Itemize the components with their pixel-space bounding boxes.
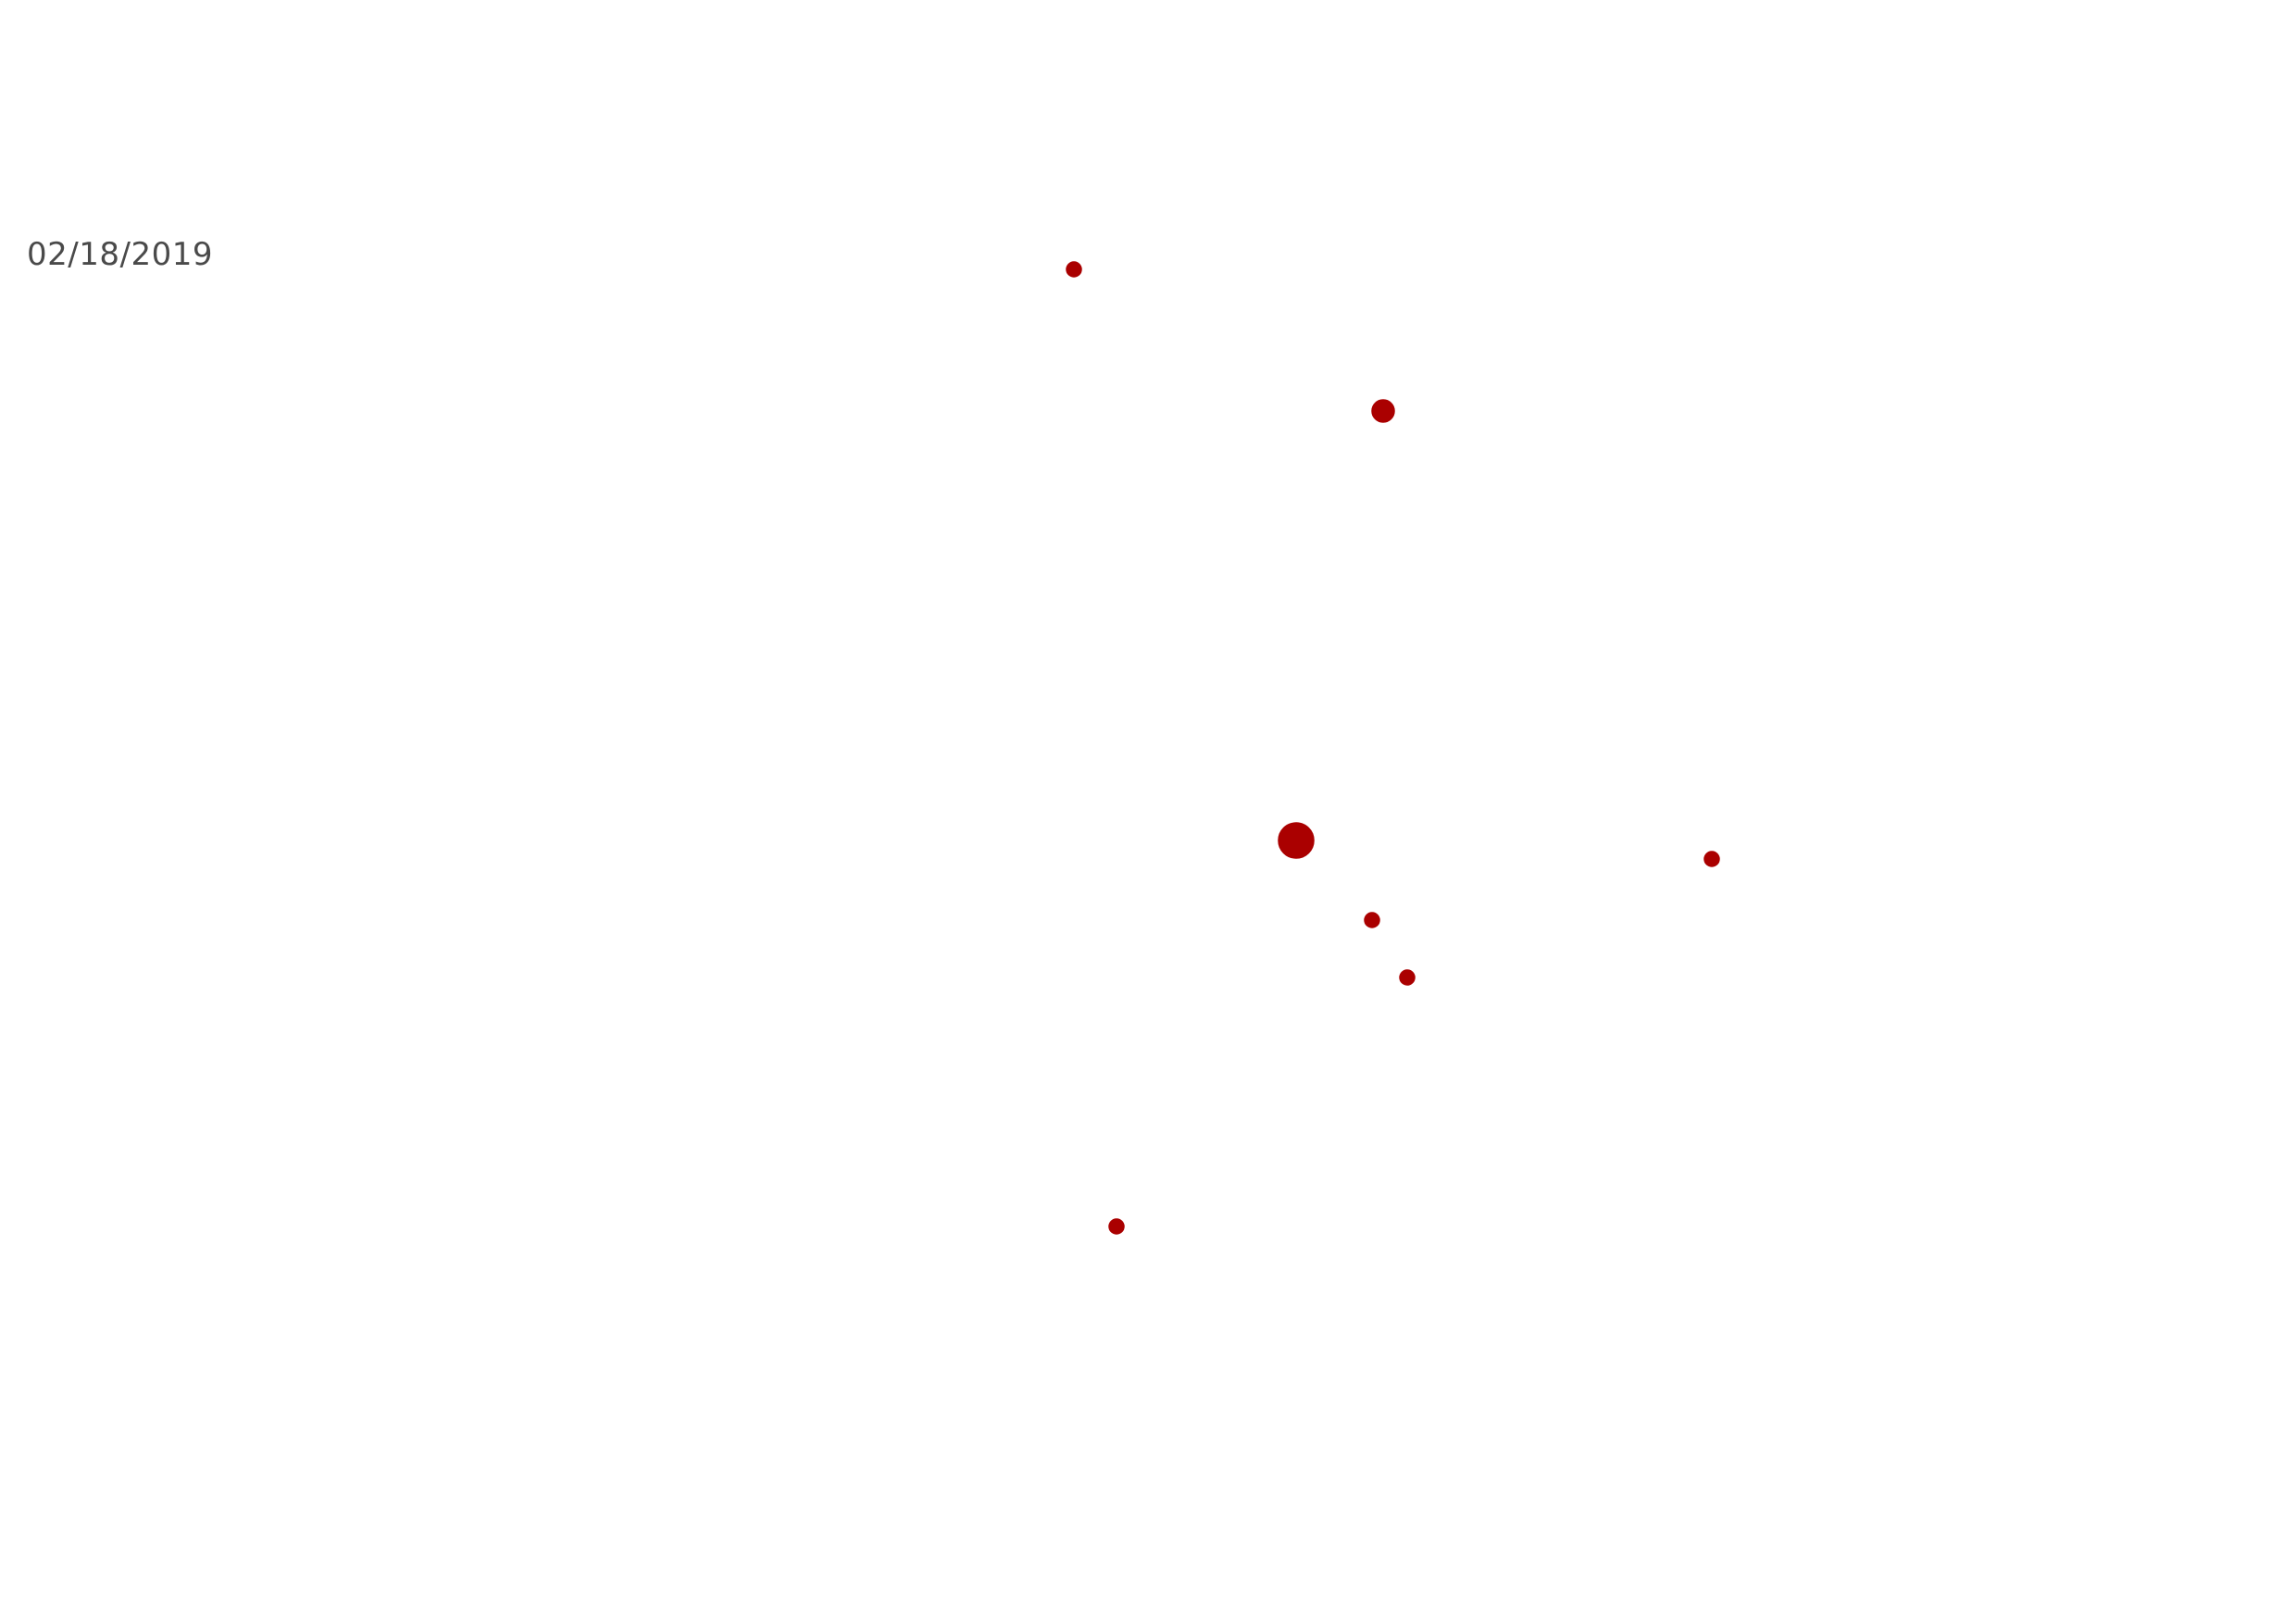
map-marker-2[interactable] (1368, 396, 1398, 426)
map-marker-5[interactable] (1361, 909, 1383, 931)
map-marker-3[interactable] (1275, 819, 1317, 862)
map-marker-4[interactable] (1701, 848, 1723, 870)
map-marker-7[interactable] (1105, 1215, 1128, 1238)
markers-group (1063, 258, 1723, 1238)
map-marker-1[interactable] (1063, 258, 1085, 280)
map-marker-6[interactable] (1396, 966, 1418, 989)
date-label: 02/18/2019 (27, 236, 213, 273)
